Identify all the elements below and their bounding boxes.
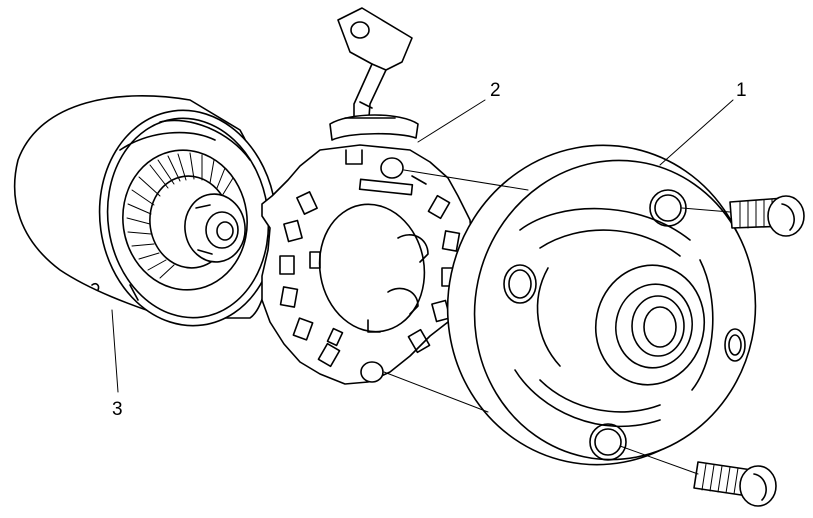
brush-boxes [279,178,461,368]
commutator-segments [122,149,248,291]
part-1-end-frame [446,144,757,466]
terminal-lead [337,7,413,131]
armature-shaft [184,193,246,263]
through-bolt-lower [693,461,777,507]
callout-2: 2 [490,80,501,101]
through-bolt-upper [729,195,805,237]
assembly-alignment-lines [383,169,731,475]
callout-3: 3 [112,399,123,420]
leader-lines [111,99,734,393]
part-3-housing [13,95,278,327]
part-2-brush-holder [261,7,473,385]
callout-1: 1 [736,80,747,101]
